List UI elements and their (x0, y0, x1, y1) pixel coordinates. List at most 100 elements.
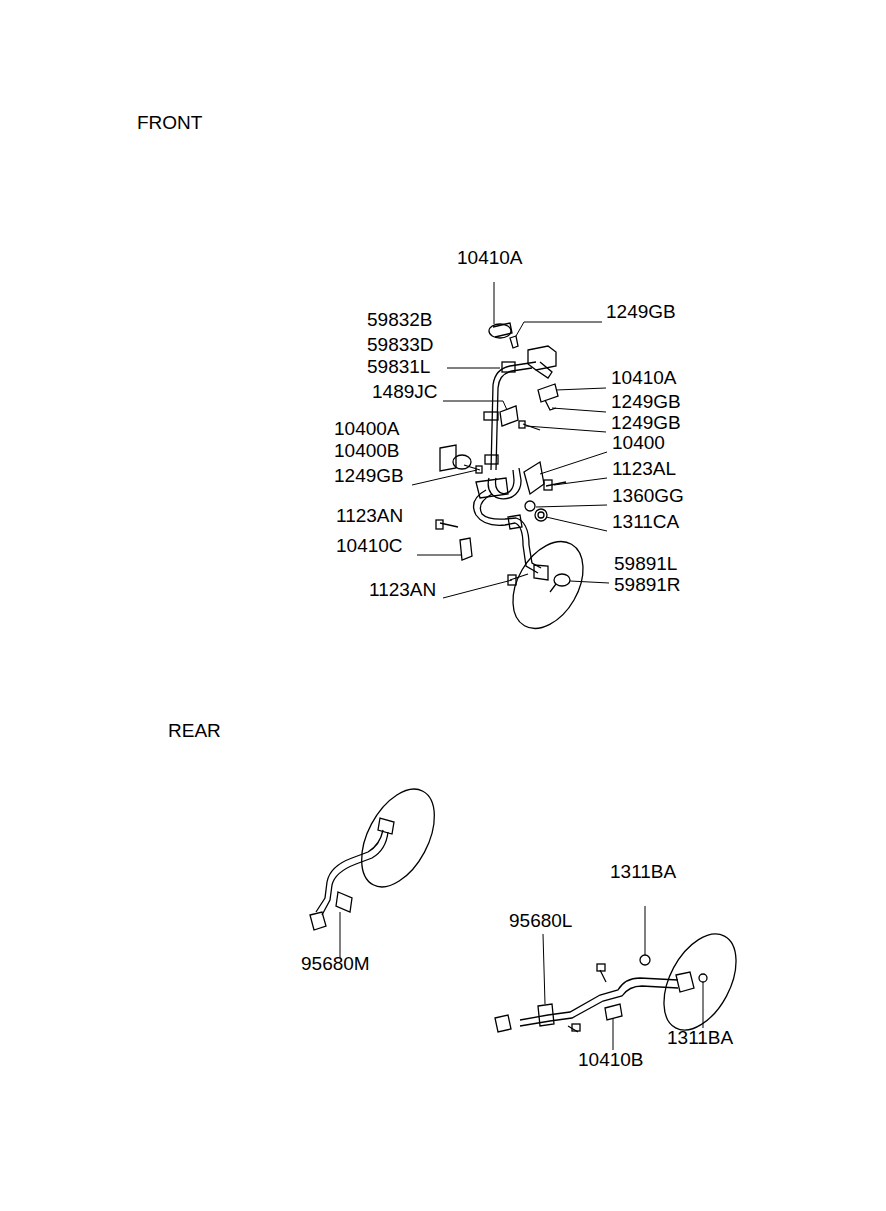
front-hose (474, 362, 548, 580)
section-heading: REAR (168, 720, 221, 742)
leader-lines (340, 282, 703, 1050)
drawing-line (640, 955, 650, 965)
rear-left-sensor (310, 777, 449, 930)
part-number: 59831L (367, 356, 430, 378)
drawing-line (347, 777, 450, 899)
part-number: 59891L (614, 553, 677, 575)
drawing-line (412, 470, 477, 485)
part-number: 10410A (457, 247, 523, 269)
part-number: 1123AN (336, 505, 403, 527)
drawing-line (322, 832, 388, 915)
front-connector (528, 346, 556, 378)
drawing-line (476, 478, 508, 498)
drawing-line (536, 505, 607, 507)
drawing-line (474, 490, 538, 573)
drawing-line (546, 517, 607, 531)
drawing-line (556, 388, 606, 390)
drawing-line (436, 520, 443, 529)
drawing-line (336, 892, 352, 912)
drawing-line (676, 972, 694, 992)
drawing-line (516, 322, 602, 336)
drawing-line (570, 581, 609, 583)
front-wheel (499, 529, 598, 640)
part-number: 1249GB (606, 301, 676, 323)
front-clips-bolts (436, 323, 570, 592)
part-number: 1311CA (612, 511, 679, 533)
rear-right-sensor (495, 922, 751, 1042)
drawing-line (378, 818, 394, 834)
drawing-line (520, 986, 678, 1026)
section-heading: FRONT (137, 112, 202, 134)
part-number: 1311BA (667, 1027, 733, 1049)
drawing-line (699, 974, 707, 982)
drawing-line (316, 830, 383, 912)
drawing-line (417, 555, 462, 556)
drawing-line (538, 512, 544, 518)
drawing-line (508, 515, 522, 529)
drawing-line (572, 1024, 580, 1031)
drawing-line (460, 538, 472, 560)
drawing-line (493, 323, 512, 337)
drawing-line (476, 466, 482, 473)
drawing-line (443, 401, 507, 410)
drawing-line (554, 574, 570, 586)
drawing-line (538, 1004, 554, 1026)
drawing-line (552, 408, 606, 412)
drawing-line (613, 1018, 614, 1050)
part-number: 10410C (336, 535, 403, 557)
drawing-line (495, 1015, 511, 1032)
part-number: 1360GG (612, 485, 684, 507)
drawing-line (540, 452, 607, 474)
drawing-line (502, 362, 515, 372)
drawing-line (494, 282, 495, 324)
part-number: 59833D (367, 334, 434, 356)
drawing-line (550, 584, 556, 592)
drawing-line (524, 462, 544, 494)
drawing-line (496, 368, 532, 470)
part-number: 10410B (578, 1049, 644, 1071)
part-number: 1123AN (369, 579, 436, 601)
drawing-line (526, 426, 606, 432)
drawing-line (480, 494, 541, 568)
drawing-line (554, 478, 607, 485)
drawing-line (605, 1004, 622, 1020)
part-number: 10400 (612, 432, 665, 454)
drawing-line (538, 384, 558, 402)
drawing-line (649, 922, 751, 1042)
part-number: 10400A (334, 418, 400, 440)
drawing-line (499, 529, 598, 640)
drawing-line (485, 455, 498, 464)
drawing-line (534, 565, 548, 580)
drawing-line (484, 412, 498, 420)
drawing-line (519, 421, 525, 428)
drawing-line (500, 406, 518, 426)
part-number: 95680M (301, 953, 370, 975)
drawing-line (703, 982, 704, 1028)
part-number: 10410A (611, 367, 677, 389)
part-number: 1489JC (372, 381, 438, 403)
part-number: 95680L (509, 910, 572, 932)
drawing-line (535, 509, 547, 521)
drawing-line (600, 970, 606, 982)
drawing-line (597, 964, 605, 971)
part-number: 1249GB (334, 465, 404, 487)
drawing-line (440, 445, 456, 471)
drawing-line (447, 368, 500, 369)
part-number: 1249GB (611, 391, 681, 413)
drawing-line (525, 501, 535, 511)
part-number: 1249GB (611, 412, 681, 434)
drawing-line (510, 336, 518, 348)
drawing-line (536, 362, 552, 378)
drawing-line (645, 906, 646, 955)
part-number: 59891R (614, 574, 681, 596)
drawing-line (528, 346, 556, 370)
drawing-line (340, 912, 341, 958)
drawing-line (443, 580, 512, 598)
drawing-line (310, 912, 326, 930)
drawing-line (496, 470, 514, 494)
part-number: 10400B (334, 440, 400, 462)
part-number: 1311BA (610, 861, 676, 883)
part-number: 1123AL (612, 458, 676, 480)
drawing-line (520, 978, 678, 1020)
